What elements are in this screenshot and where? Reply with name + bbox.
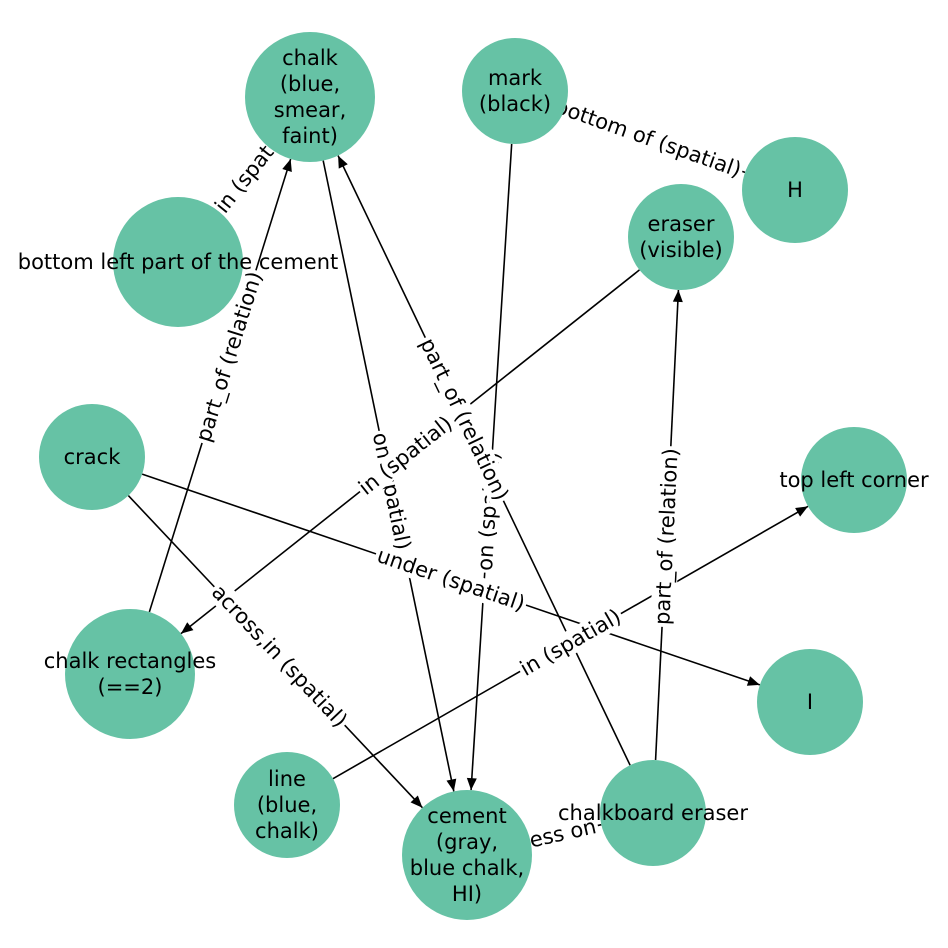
edge-label-group: in (spatial): [352, 410, 459, 501]
node-label: cement: [427, 804, 506, 828]
node-label: line: [268, 767, 306, 791]
edge-label: across,in (spatial): [207, 580, 352, 732]
node-eraser: eraser(visible): [628, 184, 734, 290]
arrowhead-top-left: [795, 506, 809, 517]
node-bottom-left: bottom left part of the cement: [18, 197, 339, 327]
node-label: mark: [488, 66, 543, 90]
arrowhead-chalk-rect: [180, 622, 194, 634]
edge-label: in (spatial): [354, 411, 457, 499]
node-label: smear,: [274, 98, 347, 122]
edge-label-background: [352, 410, 459, 501]
edge-label-group: under (spatial): [372, 542, 530, 617]
arrowhead-i: [746, 676, 760, 686]
edge-label-group: across,in (spatial): [205, 578, 354, 734]
arrowhead-chalk: [282, 159, 292, 172]
node-label: eraser: [648, 212, 715, 236]
arrowhead-cement: [410, 795, 423, 808]
edge-label-background: [190, 266, 269, 447]
node-label: chalkboard eraser: [558, 801, 748, 825]
arrowhead-cement: [446, 778, 457, 792]
node-line: line(blue,chalk): [234, 752, 340, 858]
edge-label-background: [519, 813, 601, 855]
node-circle: [742, 137, 848, 243]
node-label: top left corner: [779, 468, 929, 492]
node-label: (black): [479, 92, 551, 116]
edge-label-background: [514, 603, 627, 682]
node-label: (visible): [639, 238, 723, 262]
edge-label: in (spatial): [516, 604, 625, 681]
node-circle: [757, 649, 863, 755]
edge-label-group: part_of (relation): [413, 332, 515, 507]
node-chalk: chalk(blue,smear,faint): [245, 32, 375, 162]
arrowhead-cement: [466, 777, 477, 791]
node-circle: [628, 184, 734, 290]
node-label: (blue,: [257, 793, 317, 817]
node-label: H: [787, 178, 803, 202]
edge-label-group: part_of (relation): [650, 445, 684, 628]
node-circle: [234, 752, 340, 858]
node-circle: [801, 427, 907, 533]
nodes-layer: chalk(blue,smear,faint)mark(black)Herase…: [18, 32, 929, 920]
node-cement: cement(gray,blue chalk,HI): [402, 790, 532, 920]
node-label: (blue,: [280, 72, 340, 96]
edge-label-background: [367, 428, 416, 554]
edge-label-background: [372, 542, 530, 617]
node-top-left: top left corner: [779, 427, 929, 533]
node-h: H: [742, 137, 848, 243]
edge-label-background: [413, 332, 515, 507]
node-circle: [113, 197, 243, 327]
node-i: I: [757, 649, 863, 755]
node-label: chalk): [255, 819, 319, 843]
edge-label-background: [205, 578, 354, 734]
arrowhead-eraser: [672, 289, 683, 303]
node-label: I: [807, 690, 813, 714]
edge-label-background: [650, 445, 684, 628]
node-label: HI): [452, 882, 482, 906]
node-label: faint): [282, 124, 338, 148]
node-label: bottom left part of the cement: [18, 250, 339, 274]
node-circle: [65, 609, 195, 739]
edge-label: under (spatial): [374, 543, 528, 616]
edge-label-background: [518, 82, 747, 183]
node-label: chalk: [282, 46, 339, 70]
node-label: chalk rectangles: [44, 649, 216, 673]
node-crack: crack: [39, 404, 145, 510]
node-circle: [462, 38, 568, 144]
node-circle: [245, 32, 375, 162]
node-chalkboard-eraser: chalkboard eraser: [558, 760, 748, 866]
edge-label-group: in (spatial): [514, 603, 627, 682]
node-circle: [402, 790, 532, 920]
node-circle: [600, 760, 706, 866]
node-label: crack: [64, 445, 122, 469]
node-label: (==2): [98, 675, 163, 699]
node-label: (gray,: [436, 830, 498, 854]
node-mark: mark(black): [462, 38, 568, 144]
arrowhead-chalk: [338, 155, 348, 169]
node-label: blue chalk,: [410, 856, 524, 880]
node-chalk-rect: chalk rectangles(==2): [44, 609, 216, 739]
node-circle: [39, 404, 145, 510]
